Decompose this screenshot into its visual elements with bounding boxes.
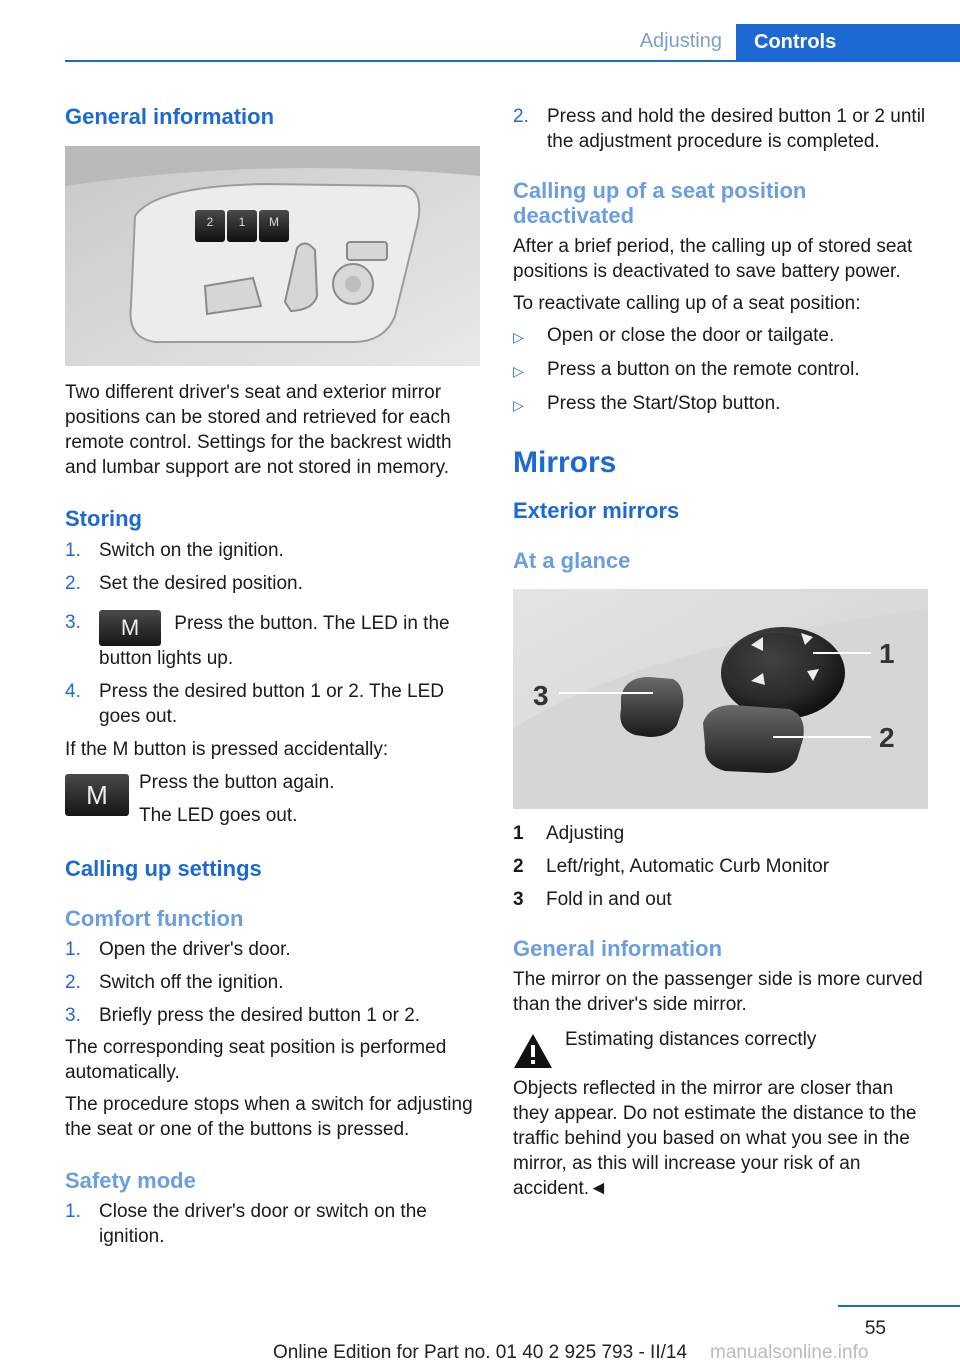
comfort-steps: 1. Open the driver's door. 2. Switch off… — [65, 937, 481, 1028]
bullet-triangle-icon: ▷ — [513, 397, 524, 413]
header-section: Adjusting — [639, 30, 722, 52]
footer-rule — [838, 1305, 960, 1307]
accidental-line2: The LED goes out. — [139, 805, 298, 826]
key-text: Fold in and out — [546, 889, 672, 910]
step-text: Set the desired position. — [99, 573, 303, 594]
step-text: Press the desired button 1 or 2. The LED… — [99, 681, 445, 727]
list-item: 2. Set the desired position. — [65, 571, 481, 596]
storing-heading: Storing — [65, 506, 142, 531]
page-header: Adjusting Controls — [0, 0, 960, 62]
seat-memory-photo: 2 1 M — [65, 146, 480, 366]
calling-up-heading: Calling up settings — [65, 856, 262, 881]
seat-button-label: M — [269, 215, 279, 229]
callout-3: 3 — [533, 680, 549, 711]
mirrors-heading: Mirrors — [513, 446, 617, 479]
key-item: 1 Adjusting — [513, 821, 929, 846]
mirror-controls-photo: 3 1 2 — [513, 589, 928, 809]
step-number: 1. — [65, 1201, 81, 1222]
list-item: ▷ Press a button on the remote control. — [513, 357, 929, 384]
warning-triangle-icon — [514, 1034, 552, 1068]
key-item: 2 Left/right, Automatic Curb Monitor — [513, 854, 929, 879]
step-text: Press and hold the desired button 1 or 2… — [547, 106, 926, 152]
page-number: 55 — [864, 1318, 886, 1339]
reactivate-list: ▷ Open or close the door or tailgate. ▷ … — [513, 323, 929, 418]
list-item: ▷ Press the Start/Stop button. — [513, 391, 929, 418]
step-text: Press the button. The LED in the button … — [99, 613, 450, 669]
list-item: 2. Switch off the ignition. — [65, 970, 481, 995]
list-item: 1. Switch on the ignition. — [65, 538, 481, 563]
deactivated-heading: Calling up of a seat position deactivate… — [513, 178, 807, 228]
step-text: Close the driver's door or switch on the… — [99, 1201, 427, 1247]
warning-note: Estimating distances correctly — [513, 1027, 929, 1069]
warning-text: Objects reflected in the mirror are clos… — [513, 1078, 917, 1199]
seat-memory-illustration: 2 1 M — [65, 146, 480, 366]
mirror-general-heading: General information — [513, 936, 723, 961]
comfort-text-1: The corresponding seat position is perfo… — [65, 1037, 447, 1083]
exterior-mirrors-heading: Exterior mirrors — [513, 498, 680, 523]
mirror-key-list: 1 Adjusting 2 Left/right, Automatic Curb… — [513, 821, 929, 912]
step-number: 3. — [65, 1005, 81, 1026]
at-a-glance-heading: At a glance — [513, 548, 631, 573]
step-number: 4. — [65, 681, 81, 702]
accidental-line1: Press the button again. — [139, 772, 335, 793]
m-button-icon: M — [65, 774, 129, 816]
callout-1: 1 — [879, 638, 895, 669]
watermark: manualsonline.info — [710, 1342, 869, 1362]
step-number: 2. — [513, 106, 529, 127]
page-footer: 55 Online Edition for Part no. 01 40 2 9… — [0, 1300, 960, 1362]
bullet-text: Open or close the door or tailgate. — [547, 325, 835, 346]
step-number: 3. — [65, 612, 81, 633]
comfort-text-2: The procedure stops when a switch for ad… — [65, 1094, 473, 1140]
header-chapter-tab: Controls — [736, 24, 960, 62]
deactivated-text: After a brief period, the calling up of … — [513, 236, 913, 282]
bullet-triangle-icon: ▷ — [513, 329, 524, 345]
general-info-text: Two different driver's seat and exterior… — [65, 382, 452, 478]
step-number: 1. — [65, 939, 81, 960]
key-text: Left/right, Automatic Curb Monitor — [546, 856, 830, 877]
step-text: Briefly press the desired button 1 or 2. — [99, 1005, 421, 1026]
right-column: 2. Press and hold the desired button 1 o… — [513, 100, 929, 1201]
step-number: 2. — [65, 972, 81, 993]
storing-steps: 1. Switch on the ignition. 2. Set the de… — [65, 538, 481, 729]
step-text: Open the driver's door. — [99, 939, 291, 960]
key-text: Adjusting — [546, 823, 625, 844]
list-item: 1. Close the driver's door or switch on … — [65, 1199, 481, 1249]
safety-steps: 1. Close the driver's door or switch on … — [65, 1199, 481, 1249]
list-item: 3. Briefly press the desired button 1 or… — [65, 1003, 481, 1028]
bullet-triangle-icon: ▷ — [513, 363, 524, 379]
left-column: General information 2 1 M — [65, 100, 481, 1249]
seat-button-label: 2 — [207, 215, 214, 229]
callout-2: 2 — [879, 722, 895, 753]
key-number: 2 — [513, 856, 524, 877]
key-number: 3 — [513, 889, 524, 910]
list-item: 3. M Press the button. The LED in the bu… — [65, 610, 481, 671]
seat-button-label: 1 — [239, 215, 246, 229]
step-text: Switch off the ignition. — [99, 972, 284, 993]
safety-mode-heading: Safety mode — [65, 1168, 196, 1193]
step-number: 2. — [65, 573, 81, 594]
list-item: 4. Press the desired button 1 or 2. The … — [65, 679, 481, 729]
reactivate-intro: To reactivate calling up of a seat posit… — [513, 293, 861, 314]
header-rule — [65, 60, 960, 62]
m-button-icon: M — [99, 610, 161, 646]
key-item: 3 Fold in and out — [513, 887, 929, 912]
mirror-general-text: The mirror on the passenger side is more… — [513, 969, 923, 1015]
list-item: 1. Open the driver's door. — [65, 937, 481, 962]
list-item: ▷ Open or close the door or tailgate. — [513, 323, 929, 350]
list-item: 2. Press and hold the desired button 1 o… — [513, 104, 929, 154]
bullet-text: Press a button on the remote control. — [547, 359, 860, 380]
comfort-function-heading: Comfort function — [65, 906, 244, 931]
edition-text: Online Edition for Part no. 01 40 2 925 … — [272, 1342, 688, 1362]
accidental-intro: If the M button is pressed accidentally: — [65, 739, 389, 760]
bullet-text: Press the Start/Stop button. — [547, 393, 781, 414]
step-number: 1. — [65, 540, 81, 561]
warning-title: Estimating distances correctly — [565, 1029, 817, 1050]
general-info-heading: General information — [65, 104, 275, 129]
mirror-controls-illustration: 3 1 2 — [513, 589, 928, 809]
m-button-note: M Press the button again. The LED goes o… — [65, 770, 481, 828]
step-text: Switch on the ignition. — [99, 540, 284, 561]
key-number: 1 — [513, 823, 524, 844]
